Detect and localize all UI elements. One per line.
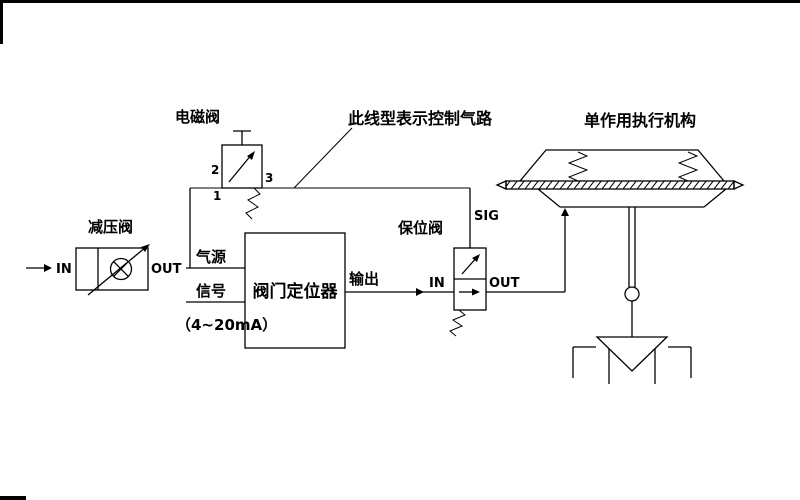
reducer-out-label: OUT [151, 262, 182, 277]
solenoid-port-3-label: 3 [265, 171, 273, 185]
actuator-feed-arrow-icon [561, 208, 569, 216]
control-line-note-label: 此线型表示控制气路 [348, 109, 493, 128]
lockup-out-label: OUT [489, 276, 520, 291]
solenoid-port-2-label: 2 [211, 163, 219, 177]
note-leader-line [293, 127, 353, 189]
solenoid-spring-zigzag [245, 187, 261, 220]
diaphragm-right-tip [733, 179, 745, 191]
lockup-valve-label: 保位阀 [397, 219, 443, 237]
positioner-body [244, 232, 346, 349]
lockup-top-arrow-icon [472, 254, 480, 262]
left-border-mark [0, 0, 3, 44]
piping-lines [186, 127, 569, 303]
output-label: 输出 [349, 270, 379, 288]
bottom-left-border-mark [0, 496, 26, 500]
reducer-circle [109, 257, 133, 281]
reducer-body [75, 247, 149, 291]
signal-range-label: （4~20mA） [176, 316, 277, 334]
valve-positioner-symbol [244, 232, 346, 349]
top-border-line [0, 0, 800, 3]
solenoid-valve-label: 电磁阀 [175, 108, 220, 126]
reducer-adjust-arrow [87, 246, 147, 296]
actuator-label: 单作用执行机构 [584, 111, 696, 130]
lockup-flow-arrow-icon [472, 288, 480, 296]
diaphragm-hatched-band [505, 180, 735, 190]
lockup-sig-label: SIG [474, 209, 499, 224]
lockup-valve-symbol [449, 247, 487, 337]
reducer-in-label: IN [56, 262, 72, 277]
valve-plug-triangle [595, 336, 669, 372]
left-spring-zigzag [567, 151, 589, 182]
right-spring-zigzag [677, 151, 699, 182]
reducer-arrowhead-icon [141, 244, 150, 252]
reducer-label: 减压阀 [88, 218, 133, 236]
output-flow-arrow-icon [416, 288, 424, 296]
solenoid-port-1-label: 1 [213, 189, 221, 203]
inlet-flow-arrow-icon [44, 264, 52, 272]
solenoid-flow-arrow-icon [247, 151, 255, 160]
stem-connector-circle [624, 286, 640, 302]
solenoid-valve-symbol [221, 130, 263, 220]
diaphragm-left-tip [495, 179, 507, 191]
signal-label: 信号 [196, 282, 226, 300]
lockup-in-label: IN [429, 276, 445, 291]
lockup-spring-zigzag [449, 309, 466, 337]
actuator-dome [519, 149, 725, 182]
air-supply-label: 气源 [195, 248, 226, 266]
actuator-symbol [495, 149, 745, 384]
pressure-reducing-valve-symbol [26, 244, 150, 296]
positioner-label: 阀门定位器 [253, 281, 339, 302]
